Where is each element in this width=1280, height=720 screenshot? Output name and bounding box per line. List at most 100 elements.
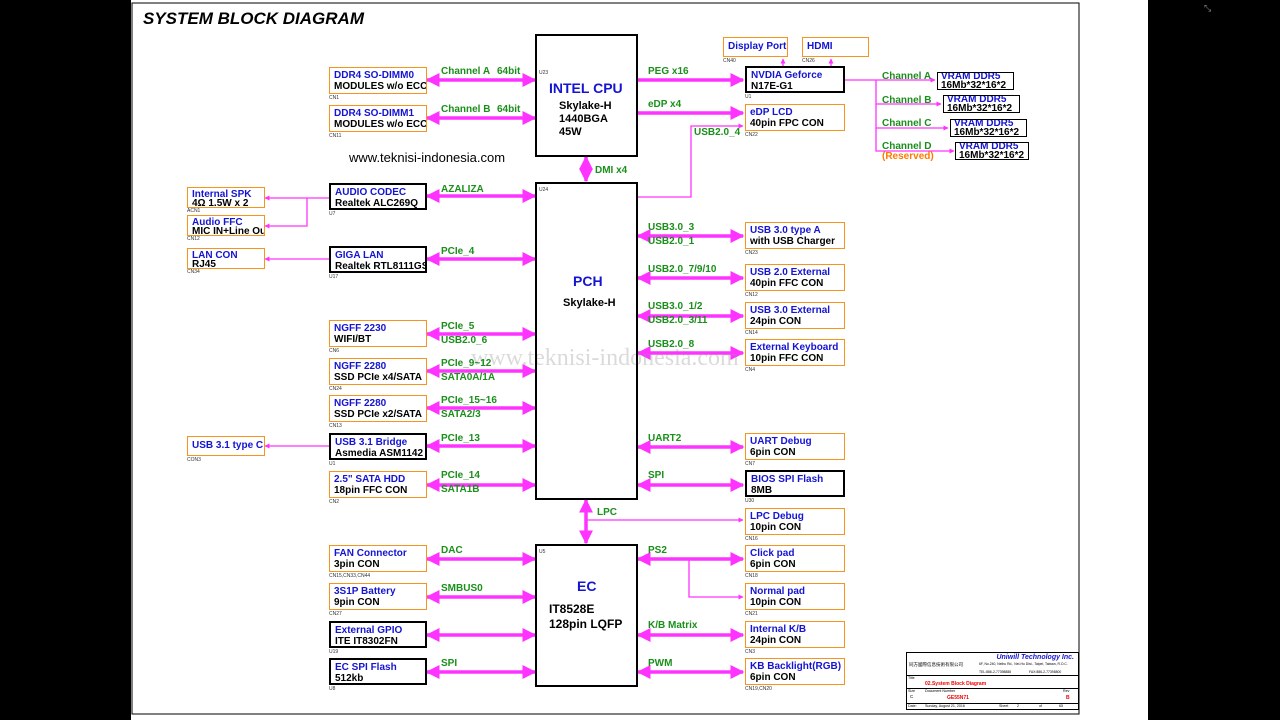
dimm1-l2: MODULES w/o ECC [334,119,427,130]
kbl-l2: 6pin CON [750,672,796,683]
usbc-l1: USB 3.1 type C [192,440,264,451]
ngff1-ref: CN6 [329,348,340,354]
lpcd-l2: 10pin CON [750,522,802,533]
label-dac: DAC [441,545,463,556]
click-ref: CN18 [745,573,758,579]
label-dmi: DMI x4 [595,165,628,176]
company-name: Uniwill Technology Inc. [996,654,1074,661]
extkb-l1: External Keyboard [750,342,839,353]
of-label: of [1039,704,1042,708]
usb3a-ref: CN23 [745,250,758,256]
label-pcie4: PCIe_4 [441,246,475,257]
lpcd-l1: LPC Debug [750,511,804,522]
pch-block[interactable] [535,182,638,500]
vram-d-l1: VRAM DDR5 [959,142,1019,152]
company-fax: FAX:886-2-77398800 [1029,670,1062,674]
pch-sub: Skylake-H [563,297,616,309]
company-cn: 同方國際信息技術有限公司 [909,662,963,667]
bridge-l2: Asmedia ASM1142 [335,448,424,459]
vram-d-l2: 16Mb*32*16*2 [959,149,1025,160]
hdd-ref: CN2 [329,499,340,505]
fan-ref: CN15,CN33,CN44 [329,573,371,579]
ngff3-l2: SSD PCIe x2/SATA [334,409,422,420]
bridge-ref: U1 [329,461,336,467]
ikb-l1: Internal K/B [750,624,807,635]
gpio-ref: U19 [329,649,339,655]
codec-l2: Realtek ALC269Q [335,198,418,209]
batt-l1: 3S1P Battery [334,586,396,597]
doc-number: GE55N71 [947,695,969,701]
hdd-l2: 18pin FFC CON [334,485,408,496]
label-64bit-b: 64bit [497,104,521,115]
kbl-box[interactable]: KB Backlight(RGB)6pin CON [745,658,845,685]
usb3e-ref: CN14 [745,330,758,336]
lan-ref: U17 [329,274,339,280]
label-uart2: UART2 [648,433,682,444]
cpu-block[interactable] [535,34,638,157]
cpu-line-3: 45W [559,126,582,138]
dimm0-l2: MODULES w/o ECC [334,81,427,92]
diagram-title: SYSTEM BLOCK DIAGRAM [143,9,364,28]
affc-l1: Audio FFC [192,217,243,228]
label-channel-a: Channel A [441,66,491,77]
sheet-value: 2 [1017,704,1019,708]
batt-ref: CN27 [329,611,342,617]
title-block-title: 02.System Block Diagram [925,681,987,687]
sheet-border [131,2,1080,715]
label-lpc: LPC [597,507,617,518]
label-usb2-7: USB2.0_7/9/10 [648,264,717,275]
dimm0-ref: CN1 [329,95,340,101]
label-ps2: PS2 [648,545,667,556]
vram-c-l1: VRAM DDR5 [954,119,1014,129]
label-64bit-a: 64bit [497,66,521,77]
dp-box[interactable]: Display Port [723,37,788,57]
watermark-text: www.teknisi-indonesia.com [471,345,739,371]
date-value: Sunday, August 21, 2016 [925,704,965,708]
vram-b-l2: 16Mb*32*16*2 [947,102,1013,113]
label-sata23: SATA2/3 [441,409,481,420]
wire-normal-pad [688,559,744,600]
edp-l2: 40pin FPC CON [750,118,824,129]
ec-block[interactable] [535,544,638,687]
hdmi-box[interactable]: HDMI [802,37,869,57]
expand-icon[interactable]: ⤡ [1204,4,1212,14]
ecspi-l2: 512kb [335,673,364,684]
hdmi-ref: CN26 [802,58,815,64]
label-channel-b: Channel B [441,104,491,115]
usb2e-l1: USB 2.0 External [750,267,831,278]
extkb-l2: 10pin FFC CON [750,353,824,364]
usbc-box[interactable]: USB 3.1 type C [187,436,265,456]
